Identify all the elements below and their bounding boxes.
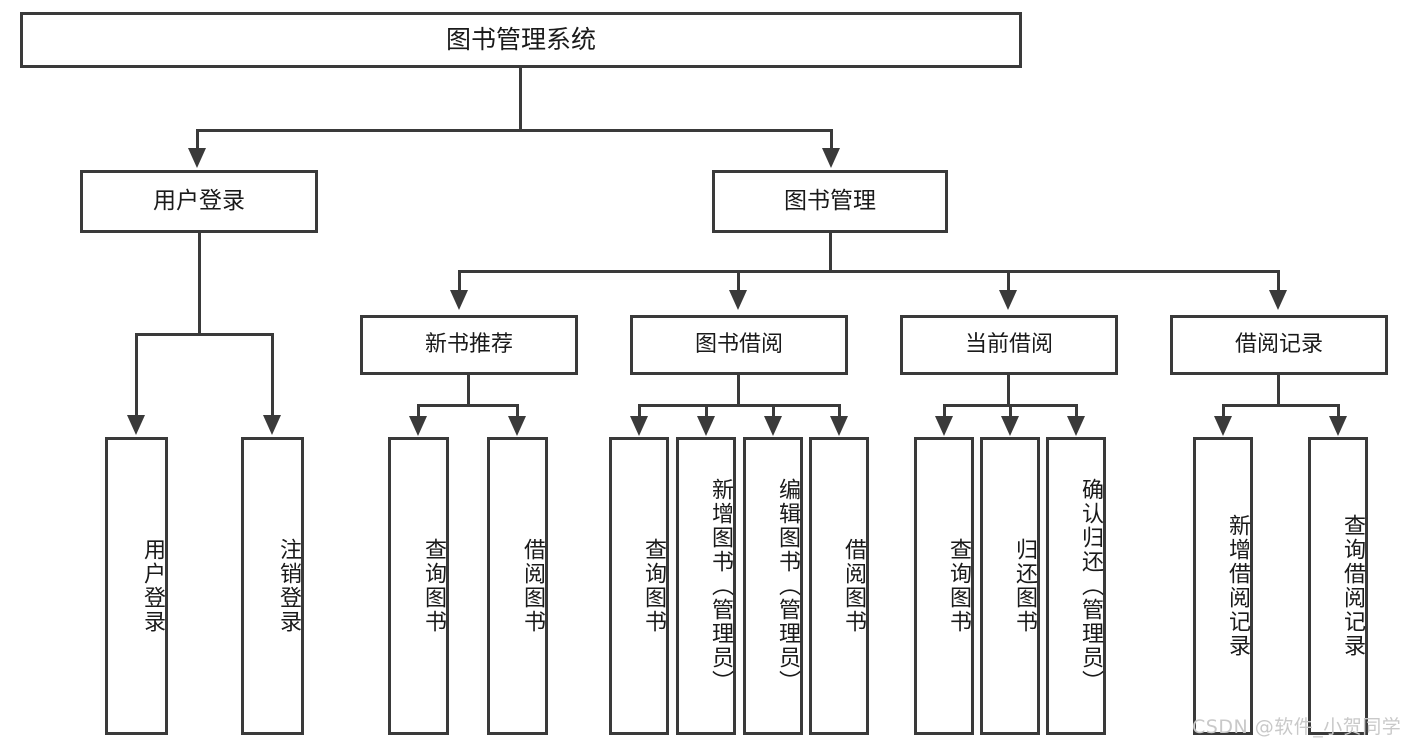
node-label: 查询图书 (641, 538, 666, 634)
edge-book-borrow-stem (737, 375, 740, 407)
node-label: 查询借阅记录 (1340, 514, 1365, 658)
arrow-new-book-leaf-1 (409, 416, 427, 436)
node-new-book-recommend[interactable]: 新书推荐 (360, 315, 578, 375)
node-root-system[interactable]: 图书管理系统 (20, 12, 1022, 68)
edge-to-book-manage (830, 129, 833, 151)
edge-book-manage-stem (829, 233, 832, 273)
leaf-current-borrow-1[interactable]: 查询图书 (914, 437, 974, 735)
leaf-book-borrow-3[interactable]: 编辑图书（管理员） (743, 437, 803, 735)
edge-new-book-drop-1 (417, 404, 420, 419)
node-label: 图书借阅 (694, 332, 783, 358)
edge-user-login-drop-1 (135, 333, 138, 417)
node-label: 图书管理系统 (445, 25, 596, 55)
edge-book-borrow-drop-2 (705, 404, 708, 419)
node-label: 借阅记录 (1234, 332, 1323, 358)
edge-root-bar (196, 129, 833, 132)
arrow-book-borrow-leaf-4 (830, 416, 848, 436)
node-label: 新增借阅记录 (1225, 514, 1250, 658)
arrow-to-new-book (450, 290, 468, 310)
edge-current-borrow-drop-2 (1009, 404, 1012, 419)
leaf-current-borrow-3[interactable]: 确认归还（管理员） (1046, 437, 1106, 735)
node-label: 借阅图书 (841, 538, 866, 634)
arrow-current-borrow-leaf-2 (1001, 416, 1019, 436)
arrow-to-book-manage (822, 148, 840, 168)
arrow-to-current-borrow (999, 290, 1017, 310)
edge-root-stem (519, 68, 522, 131)
arrow-new-book-leaf-2 (508, 416, 526, 436)
edge-book-borrow-bar (638, 404, 841, 407)
edge-book-borrow-drop-1 (638, 404, 641, 419)
node-label: 用户登录 (153, 187, 245, 214)
edge-to-new-book (458, 270, 461, 292)
node-current-borrow[interactable]: 当前借阅 (900, 315, 1118, 375)
watermark-text: CSDN @软件_小贺同学 (1192, 716, 1402, 738)
edge-book-manage-bar (458, 270, 1280, 273)
edge-book-borrow-drop-4 (838, 404, 841, 419)
node-label: 归还图书 (1012, 538, 1037, 634)
node-label: 借阅图书 (520, 538, 545, 634)
arrow-borrow-record-leaf-2 (1329, 416, 1347, 436)
node-book-management[interactable]: 图书管理 (712, 170, 948, 233)
edge-borrow-record-bar (1222, 404, 1339, 407)
edge-to-user-login (196, 129, 199, 151)
edge-new-book-stem (467, 375, 470, 407)
node-label: 图书管理 (784, 187, 876, 214)
leaf-user-login-2[interactable]: 注销登录 (241, 437, 304, 735)
leaf-book-borrow-1[interactable]: 查询图书 (609, 437, 669, 735)
node-label: 查询图书 (946, 538, 971, 634)
node-label: 当前借阅 (964, 332, 1053, 358)
node-label: 新增图书（管理员） (708, 478, 733, 694)
arrow-current-borrow-leaf-3 (1067, 416, 1085, 436)
edge-new-book-drop-2 (516, 404, 519, 419)
arrow-current-borrow-leaf-1 (935, 416, 953, 436)
node-label: 查询图书 (421, 538, 446, 634)
arrow-to-book-borrow (729, 290, 747, 310)
arrow-book-borrow-leaf-2 (697, 416, 715, 436)
arrow-book-borrow-leaf-1 (630, 416, 648, 436)
arrow-borrow-record-leaf-1 (1214, 416, 1232, 436)
edge-to-borrow-record (1277, 270, 1280, 292)
leaf-borrow-record-2[interactable]: 查询借阅记录 (1308, 437, 1368, 735)
edge-user-login-stem (198, 233, 201, 335)
edge-to-current-borrow (1007, 270, 1010, 292)
arrow-book-borrow-leaf-3 (764, 416, 782, 436)
node-label: 确认归还（管理员） (1078, 478, 1103, 694)
edge-borrow-record-drop-2 (1337, 404, 1340, 419)
edge-borrow-record-stem (1277, 375, 1280, 407)
leaf-book-borrow-2[interactable]: 新增图书（管理员） (676, 437, 736, 735)
edge-borrow-record-drop-1 (1222, 404, 1225, 419)
arrow-user-login-leaf-1 (127, 415, 145, 435)
edge-current-borrow-drop-3 (1075, 404, 1078, 419)
node-book-borrow[interactable]: 图书借阅 (630, 315, 848, 375)
leaf-new-book-2[interactable]: 借阅图书 (487, 437, 548, 735)
leaf-new-book-1[interactable]: 查询图书 (388, 437, 449, 735)
node-label: 新书推荐 (424, 332, 513, 358)
node-label: 编辑图书（管理员） (775, 478, 800, 694)
node-label: 用户登录 (140, 538, 165, 634)
arrow-user-login-leaf-2 (263, 415, 281, 435)
edge-current-borrow-drop-1 (943, 404, 946, 419)
node-label: 注销登录 (276, 538, 301, 634)
node-borrow-record[interactable]: 借阅记录 (1170, 315, 1388, 375)
arrow-to-borrow-record (1269, 290, 1287, 310)
leaf-book-borrow-4[interactable]: 借阅图书 (809, 437, 869, 735)
edge-new-book-bar (417, 404, 519, 407)
edge-user-login-bar (135, 333, 274, 336)
edge-current-borrow-stem (1007, 375, 1010, 407)
edge-book-borrow-drop-3 (772, 404, 775, 419)
arrow-to-user-login (188, 148, 206, 168)
leaf-user-login-1[interactable]: 用户登录 (105, 437, 168, 735)
edge-to-book-borrow (737, 270, 740, 292)
node-user-login[interactable]: 用户登录 (80, 170, 318, 233)
leaf-borrow-record-1[interactable]: 新增借阅记录 (1193, 437, 1253, 735)
leaf-current-borrow-2[interactable]: 归还图书 (980, 437, 1040, 735)
edge-user-login-drop-2 (271, 333, 274, 417)
